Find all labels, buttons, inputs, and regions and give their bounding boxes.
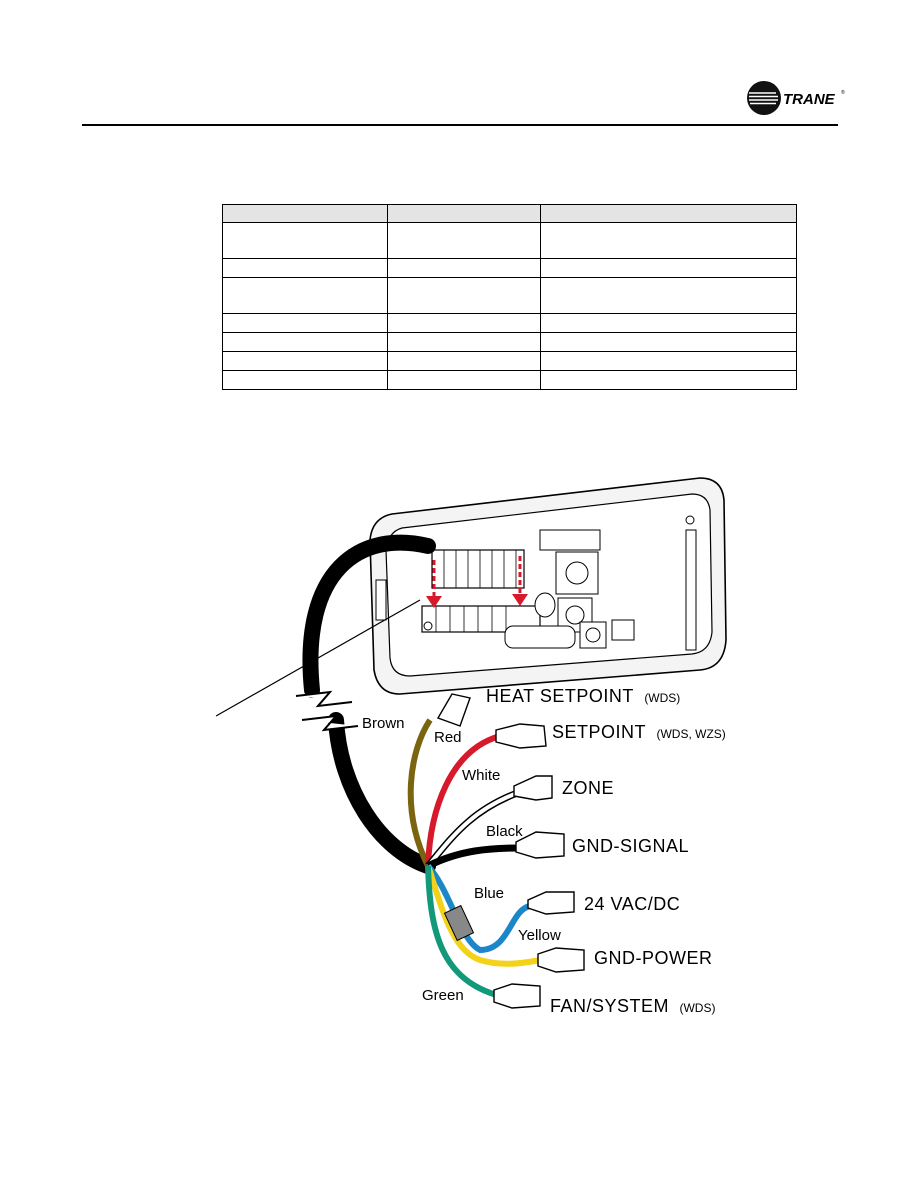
table-cell: [540, 370, 797, 390]
table-cell: [387, 332, 541, 352]
terminal-setpoint-name: SETPOINT: [552, 722, 646, 742]
label-brown: Brown: [362, 715, 405, 732]
wire-blue: [425, 863, 532, 954]
table-cell: [222, 332, 388, 352]
table-cell: [387, 277, 541, 314]
terminal-24vac-dc: 24 VAC/DC: [584, 894, 680, 914]
main-cable-lower: [328, 712, 436, 874]
table-cell: [387, 351, 541, 371]
label-yellow: Yellow: [518, 927, 561, 944]
table-cell: [387, 222, 541, 259]
terminal-fan-system: FAN/SYSTEM (WDS): [550, 996, 715, 1016]
table-row: [222, 351, 797, 371]
connector-gnd-power: [537, 947, 585, 973]
wire-white: [426, 790, 521, 868]
label-red: Red: [434, 729, 462, 746]
insert-arrow-right: [512, 594, 528, 606]
table-row: [222, 370, 797, 390]
logo-wordmark: TRANE: [783, 91, 836, 108]
wiring-diagram-svg: Brown Red White Black Blue Yellow Green …: [215, 477, 727, 1016]
wire-green: [425, 865, 501, 999]
wiring-diagram: Brown Red White Black Blue Yellow Green …: [0, 430, 918, 1070]
terminal-setpoint: SETPOINT (WDS, WZS): [552, 722, 726, 742]
logo-registered-mark: ®: [841, 89, 845, 96]
table-cell: [222, 313, 388, 333]
label-white: White: [462, 767, 500, 784]
table-header-row: [222, 204, 797, 223]
table-cell: [387, 313, 541, 333]
table-cell: [222, 277, 388, 314]
trane-logo: TRANE ®: [746, 78, 846, 118]
terminal-fan-system-note: (WDS): [679, 1001, 715, 1015]
device-housing: [369, 477, 727, 695]
table-cell: [222, 351, 388, 371]
table-cell: [387, 204, 541, 223]
connector-24vac: [527, 891, 575, 915]
table-row: [222, 277, 797, 314]
insert-arrow-left: [426, 596, 442, 608]
table-cell: [540, 204, 797, 223]
terminal-heat-setpoint-name: HEAT SETPOINT: [486, 686, 634, 706]
table-row: [222, 258, 797, 278]
terminal-setpoint-note: (WDS, WZS): [656, 727, 725, 741]
main-cable-upper: [302, 534, 436, 698]
wire-brown: [407, 718, 433, 868]
cable-break-bottom: [301, 714, 359, 732]
header-rule: [82, 124, 838, 126]
wire-yellow: [425, 865, 541, 967]
connector-gnd-signal: [515, 831, 565, 859]
table-row: [222, 313, 797, 333]
table-cell: [540, 313, 797, 333]
terminal-heat-setpoint-note: (WDS): [644, 691, 680, 705]
table-cell: [540, 351, 797, 371]
table-cell: [222, 258, 388, 278]
table-cell: [222, 370, 388, 390]
terminal-zone: ZONE: [562, 778, 614, 798]
table-cell: [222, 222, 388, 259]
table-row: [222, 222, 797, 259]
terminal-gnd-signal: GND-SIGNAL: [572, 836, 689, 856]
cable-break-top: [295, 690, 353, 708]
connector-heat-setpoint: [436, 693, 471, 727]
table-cell: [540, 222, 797, 259]
label-green: Green: [422, 987, 464, 1004]
connector-setpoint: [495, 723, 547, 749]
table-cell: [540, 332, 797, 352]
table-cell: [540, 258, 797, 278]
spec-table: [222, 204, 797, 390]
connector-fan-system: [493, 983, 541, 1009]
label-black: Black: [486, 823, 523, 840]
table-cell: [387, 258, 541, 278]
wire-red: [425, 733, 501, 867]
label-blue: Blue: [474, 885, 504, 902]
connector-zone: [513, 775, 553, 801]
table-cell: [387, 370, 541, 390]
table-row: [222, 332, 797, 352]
table-cell: [540, 277, 797, 314]
terminal-fan-system-name: FAN/SYSTEM: [550, 996, 669, 1016]
wire-black: [426, 844, 521, 870]
table-cell: [222, 204, 388, 223]
terminal-heat-setpoint: HEAT SETPOINT (WDS): [486, 686, 680, 706]
terminal-gnd-power: GND-POWER: [594, 948, 713, 968]
trane-logo-mark: TRANE ®: [747, 81, 845, 115]
heat-shrink-sleeve: [443, 904, 475, 942]
